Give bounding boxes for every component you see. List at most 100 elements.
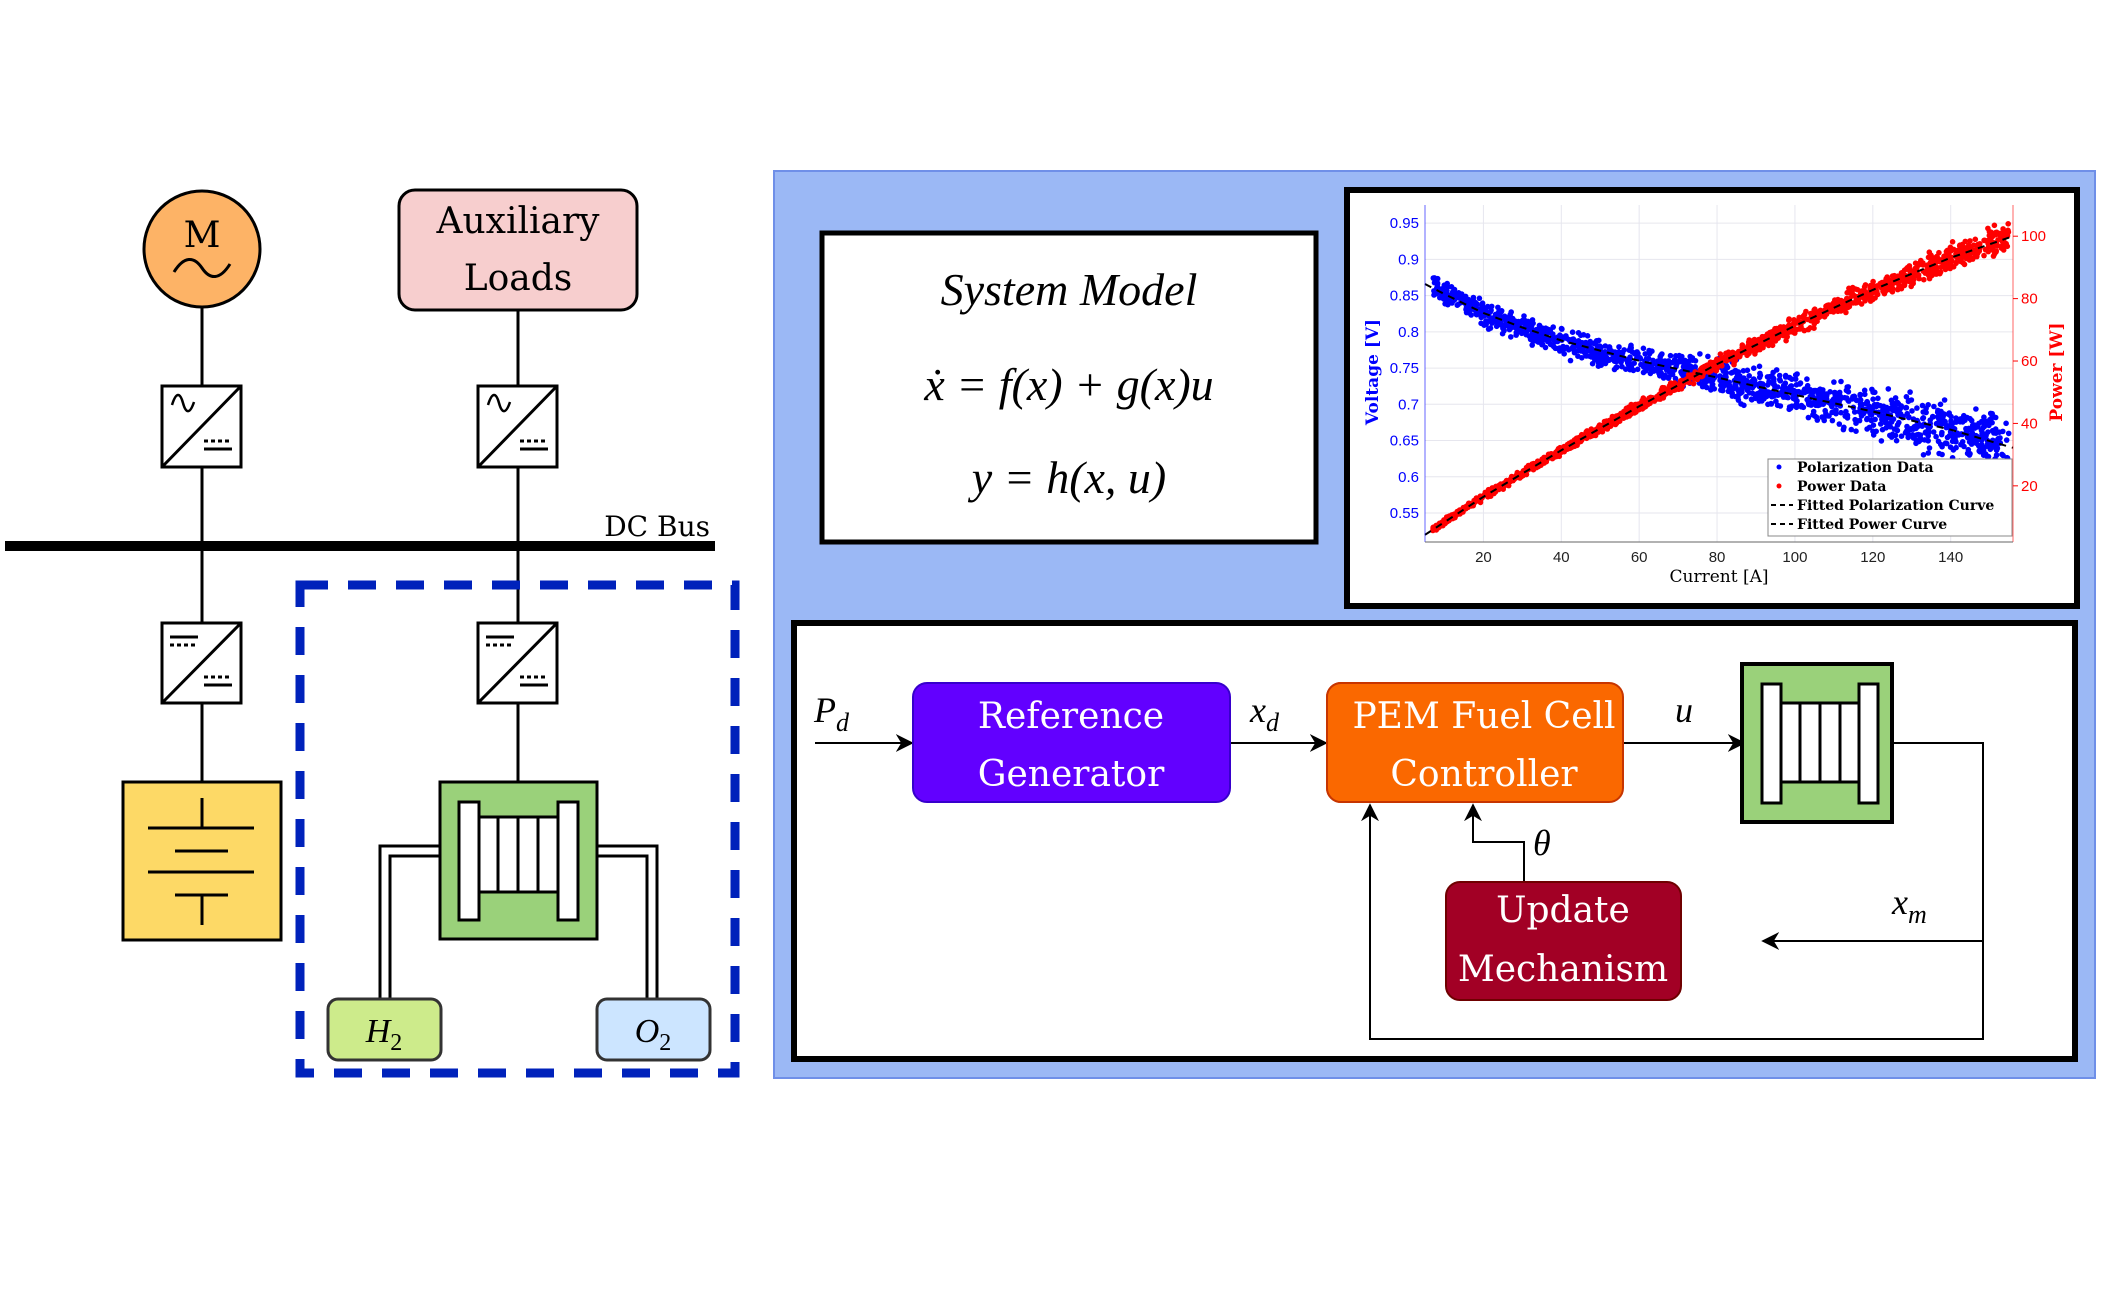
data-point [1919, 423, 1925, 430]
data-point [1752, 351, 1758, 357]
data-point [1836, 421, 1843, 427]
motor-circle [142, 189, 262, 309]
data-point [1973, 438, 1979, 445]
acdc-converter-aux [476, 384, 559, 469]
data-point [1587, 338, 1593, 345]
data-point [1499, 330, 1506, 337]
data-point [1977, 241, 1983, 247]
data-point [1750, 376, 1757, 382]
data-point [1845, 389, 1852, 395]
data-point [1708, 368, 1714, 374]
data-point [1945, 411, 1952, 418]
data-point [1482, 491, 1489, 497]
data-point [1902, 405, 1909, 411]
data-point [1764, 382, 1771, 388]
legend-polarization-data: Polarization Data [1797, 460, 1934, 476]
data-point [1669, 371, 1676, 378]
data-point [1483, 321, 1489, 328]
h2-pipe [378, 844, 442, 1000]
data-point [1914, 271, 1921, 278]
data-point [1744, 367, 1751, 374]
legend-marker-power [1776, 483, 1782, 489]
data-point [1864, 416, 1870, 423]
data-point [1947, 444, 1954, 451]
data-point [1463, 301, 1470, 308]
data-point [1583, 339, 1589, 346]
data-point [1770, 380, 1776, 387]
data-point [1841, 424, 1847, 431]
data-point [1569, 344, 1576, 351]
data-point [1905, 434, 1911, 441]
output-equation: y = h(x, u) [968, 452, 1167, 503]
legend-power-data: Power Data [1797, 479, 1886, 495]
data-point [1953, 419, 1959, 425]
data-point [1498, 320, 1504, 327]
dc-bus-bar [5, 541, 715, 551]
data-point [1635, 350, 1641, 357]
data-point [1545, 326, 1552, 333]
data-point [1846, 290, 1852, 296]
data-point [1735, 373, 1741, 379]
state-equation: ẋ = f(x) + g(x)u [923, 359, 1213, 410]
data-point [1906, 397, 1912, 404]
data-point [1746, 337, 1752, 343]
fitted-line-fitted-power-curve [1424, 235, 2014, 536]
data-point [1619, 350, 1626, 356]
data-point [1952, 431, 1959, 437]
y-axis-label: Voltage [V] [1363, 319, 1383, 426]
data-point [1920, 415, 1926, 422]
data-point [1872, 416, 1878, 423]
data-point [1925, 254, 1932, 261]
reference-generator-line2: Generator [978, 754, 1165, 795]
data-point [1894, 422, 1901, 428]
data-point [1551, 452, 1558, 459]
data-point [1953, 439, 1959, 445]
data-point [1466, 309, 1472, 316]
data-point [1719, 387, 1726, 394]
fuel-cell-subsystem-boundary [295, 580, 740, 1078]
data-point [1452, 290, 1459, 296]
power-system-diagram: M Auxiliary Loads DC Bus [5, 188, 740, 1078]
data-point [1777, 378, 1784, 384]
data-point [1903, 266, 1910, 272]
o2-pipe [596, 844, 659, 1000]
data-point [1808, 402, 1814, 408]
data-point [1533, 464, 1540, 471]
update-mechanism-block[interactable]: Update Mechanism [1445, 881, 1682, 1001]
data-point [1843, 309, 1849, 316]
data-point [1659, 359, 1665, 365]
data-point [1938, 431, 1945, 438]
data-point [1964, 434, 1971, 441]
data-point [1917, 435, 1924, 442]
data-point [1647, 370, 1654, 377]
data-point [1783, 337, 1789, 344]
pem-fuel-cell-controller-block[interactable]: PEM Fuel Cell Controller [1326, 682, 1624, 803]
x-axis-label: Current [A] [1670, 567, 1769, 587]
data-point [1972, 236, 1979, 243]
data-point [1981, 252, 1987, 259]
dcdc-converter-fuelcell [476, 621, 559, 705]
aux-loads-line2: Loads [464, 258, 573, 299]
data-point [1930, 429, 1937, 435]
theta-arrow [1464, 803, 1525, 882]
data-point [1953, 260, 1959, 267]
data-point [1898, 433, 1905, 440]
data-point [1803, 308, 1809, 315]
data-point [1569, 329, 1576, 336]
data-point [1910, 276, 1917, 283]
data-point [1946, 257, 1953, 264]
fitted-line-fitted-polarization-curve [1424, 283, 2014, 449]
data-point [1906, 414, 1912, 421]
data-point [1771, 376, 1777, 382]
data-point [1929, 265, 1936, 272]
reference-generator-block[interactable]: Reference Generator [912, 682, 1231, 803]
data-point [1756, 363, 1763, 370]
data-point [1877, 421, 1884, 427]
data-point [1786, 317, 1792, 324]
data-point [1786, 386, 1792, 392]
data-point [1914, 405, 1920, 411]
data-point [1672, 375, 1679, 382]
data-point [1561, 351, 1567, 357]
data-point [1731, 361, 1737, 368]
